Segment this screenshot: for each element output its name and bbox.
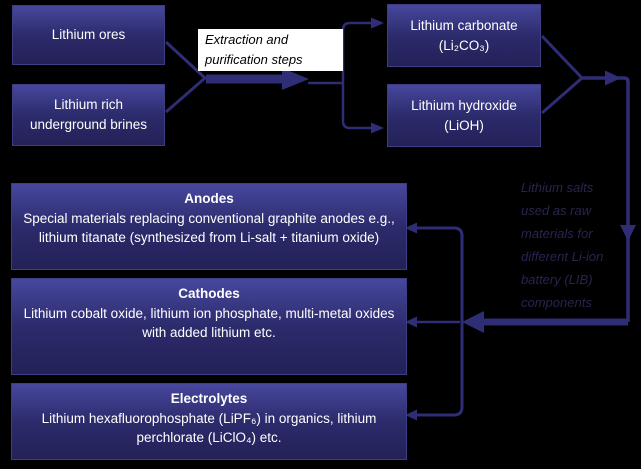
electrolytes-description: Lithium hexafluorophosphate (LiPF₆) in o… — [41, 410, 377, 446]
lithium-carbonate-label: Lithium carbonate (Li₂CO₃) — [410, 17, 518, 53]
cathodes-box: Cathodes Lithium cobalt oxide, lithium i… — [11, 278, 407, 375]
arrow-split-to-salts — [308, 17, 384, 134]
underground-brines-box: Lithium rich underground brines — [12, 84, 165, 146]
cathodes-arrowhead-left-icon — [405, 316, 417, 328]
lithium-hydroxide-box: Lithium hydroxide (LiOH) — [387, 84, 541, 147]
lithium-carbonate-box: Lithium carbonate (Li₂CO₃) — [387, 4, 541, 67]
lithium-salts-note: Lithium salts used as raw materials for … — [521, 180, 604, 310]
underground-brines-label: Lithium rich underground brines — [29, 97, 148, 132]
electrolytes-title: Electrolytes — [170, 391, 248, 406]
arrow-distribution-bus — [405, 222, 464, 421]
bus-line — [416, 226, 464, 417]
cathodes-description: Lithium cobalt oxide, lithium ion phosph… — [23, 305, 395, 341]
arrow-to-components — [462, 311, 628, 333]
lithium-ores-label: Lithium ores — [51, 27, 126, 42]
hydroxide-arrowhead-right-icon — [371, 122, 384, 134]
split-lower — [341, 120, 372, 130]
carbonate-arrowhead-right-icon — [371, 17, 384, 29]
extraction-purification-label: Extraction and purification steps — [198, 29, 343, 71]
anodes-arrowhead-left-icon — [405, 222, 417, 234]
arrow-sources-merge — [164, 40, 309, 114]
anodes-description: Special materials replacing conventional… — [23, 210, 395, 246]
electrolytes-arrowhead-left-icon — [405, 409, 417, 421]
salts-merge-lines — [540, 34, 584, 115]
components-arrowhead-left-icon — [462, 311, 484, 333]
right-route-line — [582, 76, 630, 322]
electrolytes-box: Electrolytes Lithium hexafluorophosphate… — [11, 383, 407, 460]
arrow-salts-merge-down — [540, 34, 636, 322]
route-arrowhead-right-icon — [605, 70, 621, 86]
cathodes-title: Cathodes — [178, 286, 240, 301]
extraction-arrowhead-right-icon — [282, 68, 309, 90]
anodes-title: Anodes — [184, 191, 234, 206]
lithium-ores-box: Lithium ores — [12, 5, 165, 65]
sources-merge-lines — [164, 40, 208, 114]
split-upper — [341, 21, 372, 121]
lithium-hydroxide-label: Lithium hydroxide (LiOH) — [411, 97, 517, 133]
route-arrowhead-down-icon — [620, 225, 636, 241]
anodes-box: Anodes Special materials replacing conve… — [11, 183, 407, 270]
